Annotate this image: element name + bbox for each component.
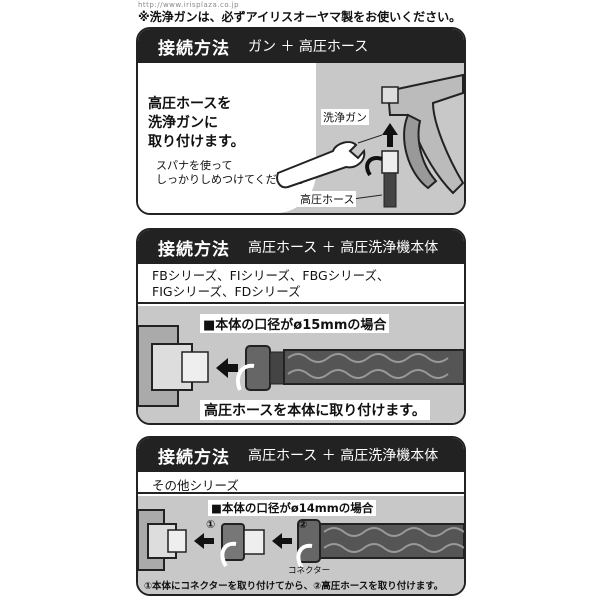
hose-fitting <box>381 150 399 174</box>
machine-port <box>167 529 187 553</box>
hose <box>319 523 464 559</box>
series-line: FIGシリーズ、FDシリーズ <box>152 284 301 299</box>
panel-hose-machine-14mm: 接続方法 高圧ホース ＋ 高圧洗浄機本体 その他シリーズ ■本体の口径がø14m… <box>136 436 466 596</box>
panel-subtitle: ガン ＋ 高圧ホース <box>248 39 369 55</box>
caption: 高圧ホースを本体に取り付けます。 <box>200 400 430 420</box>
wrench-icon <box>276 141 366 189</box>
diameter-note: ■本体の口径がø14mmの場合 <box>208 500 377 516</box>
panel-header: 接続方法 ガン ＋ 高圧ホース <box>138 29 464 63</box>
rotate-arrow-icon <box>365 156 383 177</box>
rotate-arrow-icon <box>296 543 313 570</box>
connector-label: コネクター <box>288 566 331 576</box>
label-gun: 洗浄ガン <box>321 109 369 125</box>
connector-illustration <box>138 509 464 571</box>
arrow-left-icon <box>216 358 238 378</box>
wrench-note-line: スパナを使って <box>156 159 233 172</box>
machine-port <box>181 351 209 383</box>
header-url: http://www.irisplaza.co.jp <box>138 1 240 9</box>
wrench-note: スパナを使って しっかりしめつけてください。 <box>156 159 310 187</box>
instruction-line: 洗浄ガンに <box>148 115 218 131</box>
panel-title: 接続方法 <box>158 447 230 468</box>
instruction-text: 高圧ホースを 洗浄ガンに 取り付けます。 <box>148 95 245 152</box>
panel-hose-machine-15mm: 接続方法 高圧ホース ＋ 高圧洗浄機本体 FBシリーズ、FIシリーズ、FBGシリ… <box>136 228 466 425</box>
panel-header: 接続方法 高圧ホース ＋ 高圧洗浄機本体 <box>138 230 464 264</box>
arrow-left-icon <box>194 533 214 549</box>
gun-fitting <box>381 86 399 104</box>
caption: ①本体にコネクターを取り付けてから、②高圧ホースを取り付けます。 <box>144 581 444 592</box>
label-hose: 高圧ホース <box>298 191 357 207</box>
rotate-arrow-icon <box>220 541 237 568</box>
gun-trigger <box>403 113 438 190</box>
panel-gun-hose: 接続方法 ガン ＋ 高圧ホース 高圧ホースを 洗浄ガンに 取り付けます。 スパナ… <box>136 27 466 215</box>
rotate-arrow-icon <box>235 363 255 391</box>
arrow-up-icon <box>382 123 398 147</box>
panel-subtitle: 高圧ホース ＋ 高圧洗浄機本体 <box>248 240 439 256</box>
hose-machine-illustration <box>138 325 464 407</box>
series-list: その他シリーズ <box>138 472 464 494</box>
series-line: FBシリーズ、FIシリーズ、FBGシリーズ、 <box>152 268 390 283</box>
hose <box>383 172 397 208</box>
panel-title: 接続方法 <box>158 239 230 260</box>
step1-marker: ① <box>206 518 216 531</box>
panel-subtitle: 高圧ホース ＋ 高圧洗浄機本体 <box>248 448 439 464</box>
step2-marker: ② <box>298 518 308 531</box>
gun-illustration <box>276 73 464 208</box>
diameter-note: ■本体の口径がø15mmの場合 <box>200 314 390 333</box>
wrench-note-line: しっかりしめつけてください。 <box>156 173 310 186</box>
instruction-line: 高圧ホースを <box>148 96 232 112</box>
top-note: ※洗浄ガンは、必ずアイリスオーヤマ製をお使いください。 <box>138 10 462 24</box>
arrow-left-icon <box>272 533 292 549</box>
series-line: その他シリーズ <box>152 478 239 493</box>
series-list: FBシリーズ、FIシリーズ、FBGシリーズ、 FIGシリーズ、FDシリーズ <box>138 264 464 304</box>
instruction-line: 取り付けます。 <box>148 134 245 150</box>
hose-nut <box>245 345 271 391</box>
panel-title: 接続方法 <box>158 38 230 59</box>
panel-header: 接続方法 高圧ホース ＋ 高圧洗浄機本体 <box>138 438 464 472</box>
